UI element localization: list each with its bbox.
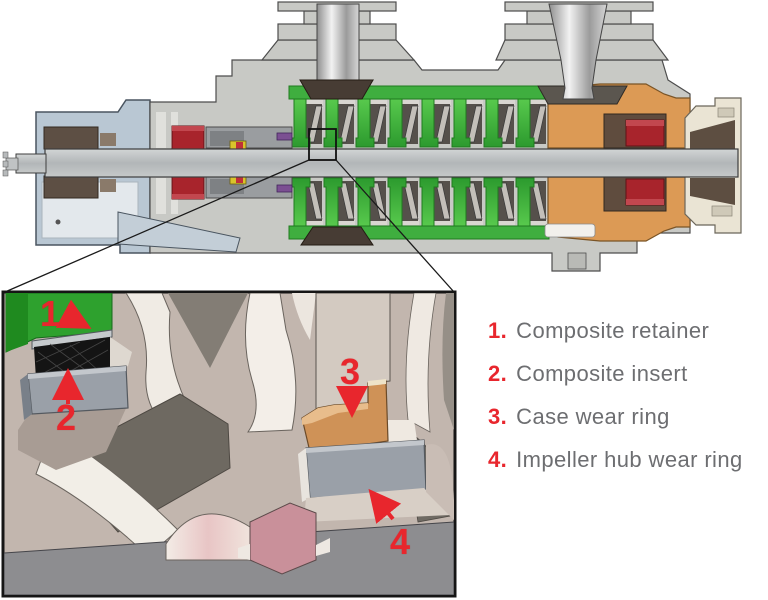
legend-item-1: 1. Composite retainer	[488, 318, 768, 343]
legend-label-2: Composite insert	[516, 361, 688, 386]
legend-label-3: Case wear ring	[516, 404, 670, 429]
callout-arrow-1-icon	[55, 299, 92, 329]
legend-number-3: 3.	[488, 404, 508, 429]
bottom-port-notch	[544, 223, 596, 238]
legend-number-4: 4.	[488, 447, 508, 472]
callout-number-3: 3	[340, 351, 361, 392]
legend: 1. Composite retainer 2. Composite inser…	[488, 318, 768, 490]
legend-label-4: Impeller hub wear ring	[516, 447, 743, 472]
suction-pipe	[299, 3, 374, 100]
discharge-pipe	[537, 3, 628, 105]
leader-line-right	[335, 159, 455, 293]
callout-number-2: 2	[56, 397, 77, 438]
callout-arrow-4-icon	[368, 488, 402, 524]
detail-inset	[1, 290, 457, 598]
composite-retainer-part	[31, 329, 113, 350]
legend-item-3: 3. Case wear ring	[488, 404, 768, 429]
pump-shaft	[2, 148, 739, 178]
pump-assembly	[2, 1, 742, 293]
detail-callout-box	[308, 128, 337, 161]
bearing-housing-elbow	[117, 211, 241, 253]
callout-number-4: 4	[390, 521, 411, 562]
wear-ring-detail	[298, 293, 454, 523]
legend-label-1: Composite retainer	[516, 318, 710, 343]
leader-line-left	[4, 159, 310, 293]
legend-number-1: 1.	[488, 318, 508, 343]
legend-item-4: 4. Impeller hub wear ring	[488, 447, 768, 472]
legend-item-2: 2. Composite insert	[488, 361, 768, 386]
callout-number-1: 1	[40, 293, 61, 334]
legend-number-2: 2.	[488, 361, 508, 386]
